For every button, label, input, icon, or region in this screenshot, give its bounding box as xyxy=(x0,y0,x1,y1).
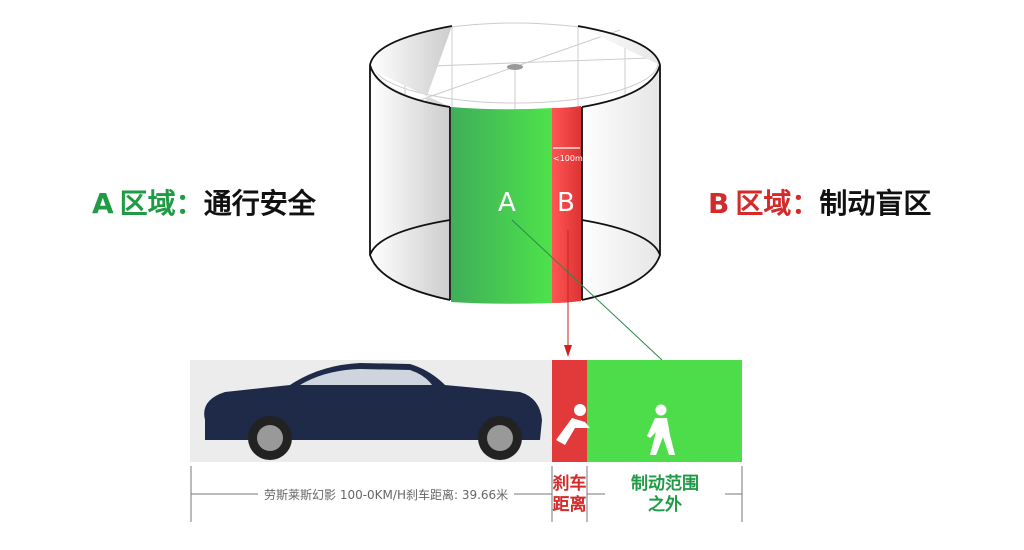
zone-a-panel xyxy=(451,107,552,304)
outside-line-2: 之外 xyxy=(648,495,682,515)
zone-b-panel xyxy=(552,106,581,303)
braking-distance-caption: 劳斯莱斯幻影 100-0KM/H刹车距离: 39.66米 xyxy=(258,486,515,503)
zone-a-prefix: 区域： xyxy=(119,187,204,220)
gap-note: <100mm xyxy=(553,154,591,163)
panel-b-letter: B xyxy=(557,188,575,218)
pedestrian-walking-icon xyxy=(647,404,675,455)
panel-a-letter: A xyxy=(498,188,516,218)
zone-a-desc: 通行安全 xyxy=(203,187,316,220)
outside-range-label: 制动范围 之外 xyxy=(600,474,730,516)
zone-b-letter: B xyxy=(708,187,730,220)
zone-b-desc: 制动盲区 xyxy=(819,187,932,220)
right-wall xyxy=(578,26,660,300)
brake-distance-label: 刹车 距离 xyxy=(552,474,587,516)
brake-line-1: 刹车 xyxy=(552,474,587,494)
car-image xyxy=(204,363,542,460)
pointer-a xyxy=(511,219,663,361)
zone-b-prefix: 区域： xyxy=(735,187,820,220)
zone-a-letter: A xyxy=(92,187,114,220)
pedestrian-hit-icon xyxy=(556,404,590,445)
outside-line-1: 制动范围 xyxy=(631,474,699,494)
brake-line-2: 距离 xyxy=(552,495,587,515)
ceiling-sensor-icon xyxy=(507,64,523,70)
